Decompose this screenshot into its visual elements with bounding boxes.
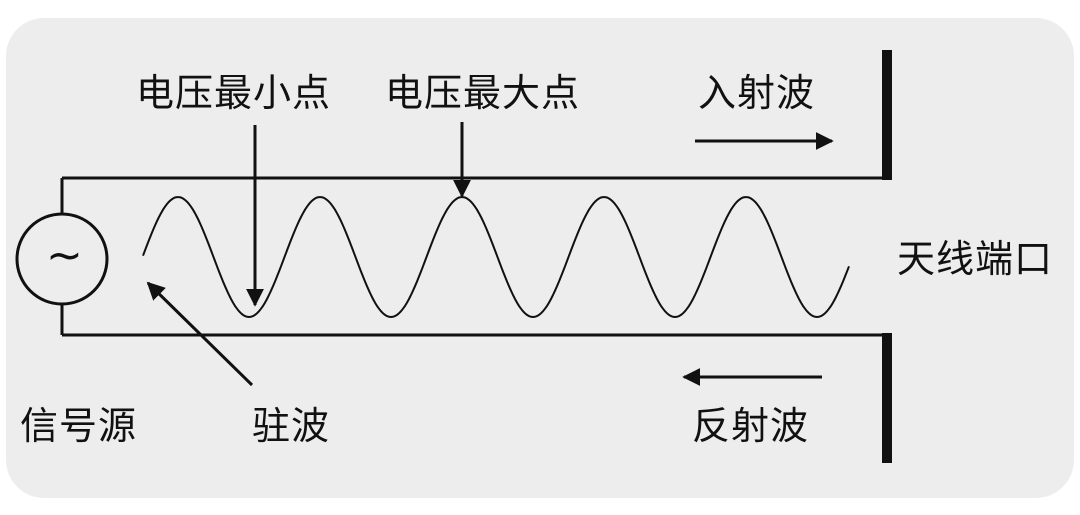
diagram-panel (6, 18, 1074, 498)
standing-wave-curve (142, 196, 850, 319)
reflected-wave-label: 反射波 (692, 404, 810, 448)
voltage-max-label: 电压最大点 (385, 71, 581, 115)
antenna-port-label: 天线端口 (897, 237, 1054, 281)
incident-wave-label: 入射波 (698, 71, 816, 115)
standing-wave-arrow (146, 281, 254, 387)
ac-source-icon (15, 212, 109, 306)
signal-source-label: 信号源 (20, 404, 138, 448)
source-tilde-glyph: ~ (46, 230, 83, 281)
voltage-min-label: 电压最小点 (136, 71, 332, 115)
standing-wave-label: 驻波 (252, 404, 331, 448)
